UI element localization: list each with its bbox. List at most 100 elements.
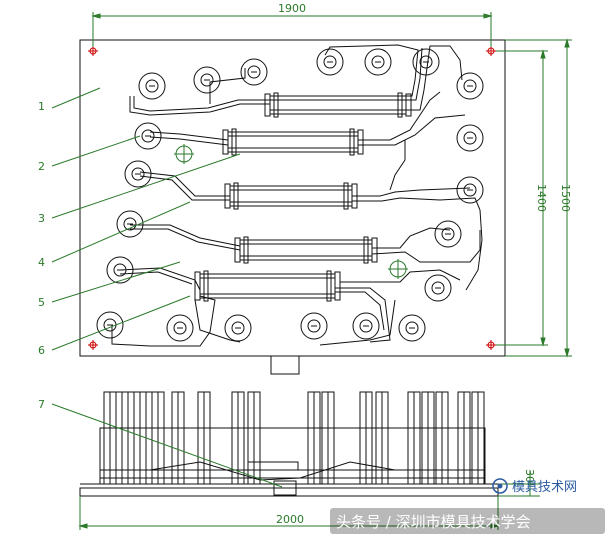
fitting-11 (456, 176, 484, 204)
fitting-12 (116, 210, 144, 238)
heater-tube-5 (194, 270, 341, 302)
corner-mark-br (486, 340, 496, 350)
line-tube1-right (324, 44, 419, 97)
fitting-16 (96, 311, 124, 339)
corner-mark-bl (88, 340, 98, 350)
callout-1: 1 (38, 100, 45, 113)
fitting-15 (424, 274, 452, 302)
watermark-text: 头条号 / 深圳市模具技术学会 (336, 513, 531, 531)
dimension-lines (78, 12, 572, 530)
fitting-10 (124, 160, 152, 188)
side-view (79, 427, 499, 497)
fittings (96, 48, 484, 342)
line-tube1-right-c (406, 45, 463, 111)
heater-tube-4 (234, 236, 378, 264)
callout-7: 7 (38, 398, 45, 411)
reference-circle-right (388, 259, 408, 279)
corner-marks (88, 46, 496, 350)
line-tube4-left-b (130, 228, 241, 251)
fitting-19 (300, 312, 328, 340)
side-cross-bar (247, 461, 299, 471)
side-post-13 (375, 391, 389, 485)
fitting-7 (456, 72, 484, 100)
line-tube3-left (139, 171, 230, 197)
callout-2: 2 (38, 160, 45, 173)
line-tube5-left-b (119, 271, 193, 285)
heater-tube-1 (264, 92, 412, 118)
line-tube2-left (149, 131, 229, 141)
side-post-18 (471, 391, 485, 485)
corner-mark-tl (88, 46, 98, 56)
dim-top-width: 1900 (278, 2, 306, 15)
side-post-5 (151, 391, 165, 485)
side-pipe-run (149, 461, 396, 481)
dim-right-inner: 1400 (535, 184, 548, 212)
fitting-21 (398, 314, 426, 342)
cooling-lines (111, 44, 483, 347)
line-tube5-left (119, 267, 201, 291)
fitting-18 (224, 314, 252, 342)
dim-bottom-width: 2000 (276, 513, 304, 526)
line-bottom-left (111, 295, 216, 347)
side-post-6 (171, 391, 185, 485)
reference-circle-left (174, 144, 194, 164)
center-connector (270, 355, 300, 375)
line-tube1-right-b (406, 47, 423, 101)
line-tube4-right (372, 227, 451, 249)
side-post-8 (231, 391, 245, 485)
callout-6: 6 (38, 344, 45, 357)
reference-circles (174, 144, 408, 279)
line-tube3-right-b (352, 197, 481, 211)
line-tube3-right (352, 187, 471, 197)
side-connector-block (273, 480, 297, 496)
logo-icon (492, 478, 508, 494)
plan-view (79, 39, 506, 375)
line-tube5-right-c (340, 269, 461, 283)
side-post-1 (103, 391, 117, 485)
line-tube2-left-b (149, 136, 229, 146)
dim-side-height: 30 (523, 469, 536, 483)
line-tube4-right-b (371, 230, 481, 263)
line-tube2-right-b (358, 114, 466, 146)
line-tube1-left (129, 96, 270, 116)
side-post-11 (321, 391, 335, 485)
dim-right-outer: 1500 (559, 184, 572, 212)
side-posts (103, 391, 485, 485)
line-tube1-up (209, 68, 246, 104)
line-tube2-right (358, 91, 441, 141)
corner-mark-tr (486, 46, 496, 56)
heater-tube-2 (222, 128, 364, 156)
side-post-14 (407, 391, 421, 485)
callout-5: 5 (38, 296, 45, 309)
side-post-16 (435, 391, 449, 485)
side-post-10 (307, 391, 321, 485)
line-tube5-right-b (335, 291, 385, 331)
mold-plate-outline (79, 39, 506, 357)
side-post-12 (359, 391, 373, 485)
line-bottom-right (319, 299, 396, 346)
line-tube2-down (389, 140, 406, 191)
line-right-vertical (465, 209, 483, 291)
fitting-13 (434, 220, 462, 248)
fitting-3 (240, 58, 268, 86)
fitting-20 (352, 312, 380, 340)
fitting-1 (138, 72, 166, 100)
fitting-5 (364, 48, 392, 76)
fitting-17 (166, 314, 194, 342)
line-tube5-right (335, 287, 391, 343)
line-tube4-left (130, 224, 241, 247)
line-bottom-mid (194, 299, 241, 343)
watermark-logo-text: 模具技术网 (512, 480, 577, 495)
fitting-8 (134, 122, 162, 150)
fitting-9 (456, 124, 484, 152)
side-post-7 (197, 391, 211, 485)
callout-4: 4 (38, 256, 45, 269)
watermark: 头条号 / 深圳市模具技术学会 模具技术网 (330, 478, 605, 534)
callout-leaders (51, 87, 283, 488)
heater-tube-3 (224, 182, 358, 210)
fitting-2 (193, 66, 221, 94)
side-upper-frame (99, 427, 486, 485)
line-tube1-left-b (133, 96, 270, 112)
side-post-15 (421, 391, 435, 485)
side-post-17 (457, 391, 471, 485)
